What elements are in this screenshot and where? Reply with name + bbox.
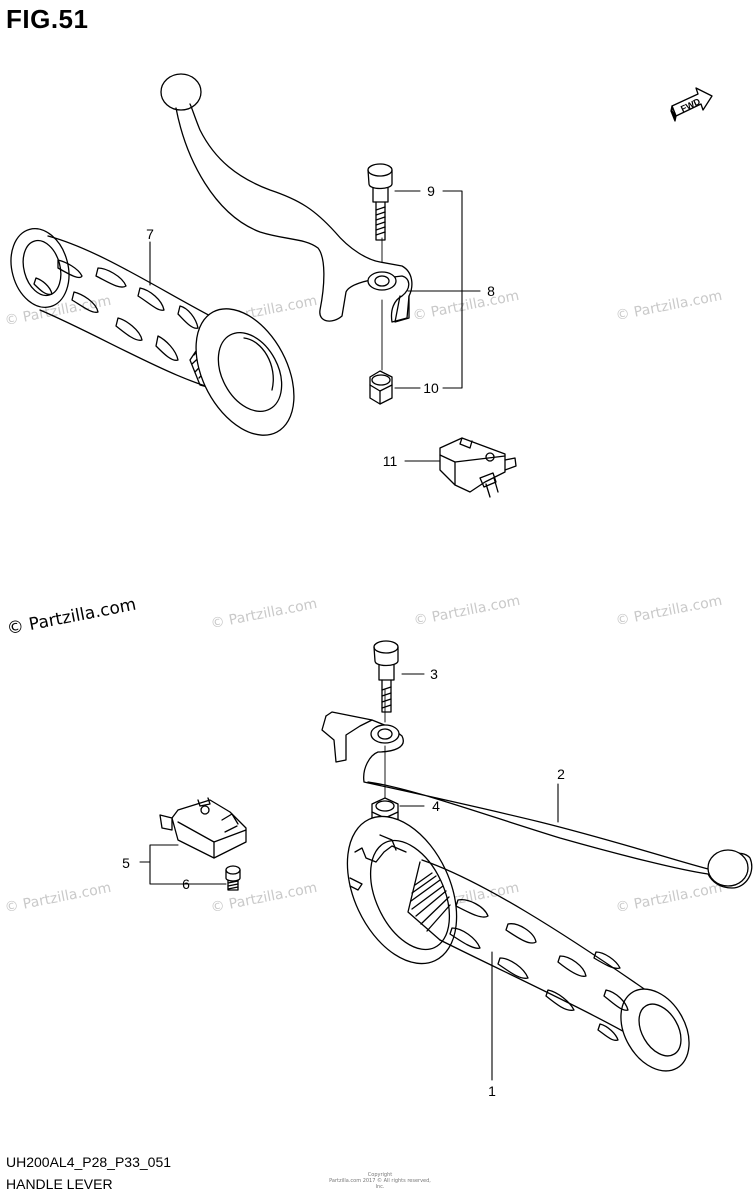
upper-switch-part [439, 437, 517, 498]
figure-name: HANDLE LEVER [6, 1176, 113, 1192]
callout-9: 9 [427, 183, 435, 199]
callout-5: 5 [122, 855, 130, 871]
callout-11: 11 [383, 453, 398, 469]
lower-lever-part [321, 689, 753, 889]
callout-4: 4 [432, 798, 440, 814]
lower-switch-part [159, 797, 247, 859]
copyright-note: Copyright Partzilla.com 2017 © All right… [329, 1172, 431, 1190]
lower-grip-part [346, 815, 690, 1072]
upper-lever-part [160, 73, 413, 371]
upper-bolt-part [367, 163, 393, 241]
callout-6: 6 [182, 876, 190, 892]
fwd-arrow-icon: FWD [670, 87, 713, 122]
callout-1: 1 [488, 1083, 496, 1099]
upper-nut-part [369, 370, 393, 405]
lower-screw-part [225, 865, 241, 891]
callout-7: 7 [146, 226, 154, 242]
upper-grip-part [10, 228, 295, 436]
figure-code: UH200AL4_P28_P33_051 [6, 1154, 172, 1170]
callout-2: 2 [557, 766, 565, 782]
callout-8: 8 [487, 283, 495, 299]
leader-lines [139, 190, 559, 1081]
figure-title: FIG.51 [6, 4, 89, 34]
callout-10: 10 [423, 380, 439, 396]
callout-3: 3 [430, 666, 438, 682]
lower-bolt-part [373, 640, 399, 713]
